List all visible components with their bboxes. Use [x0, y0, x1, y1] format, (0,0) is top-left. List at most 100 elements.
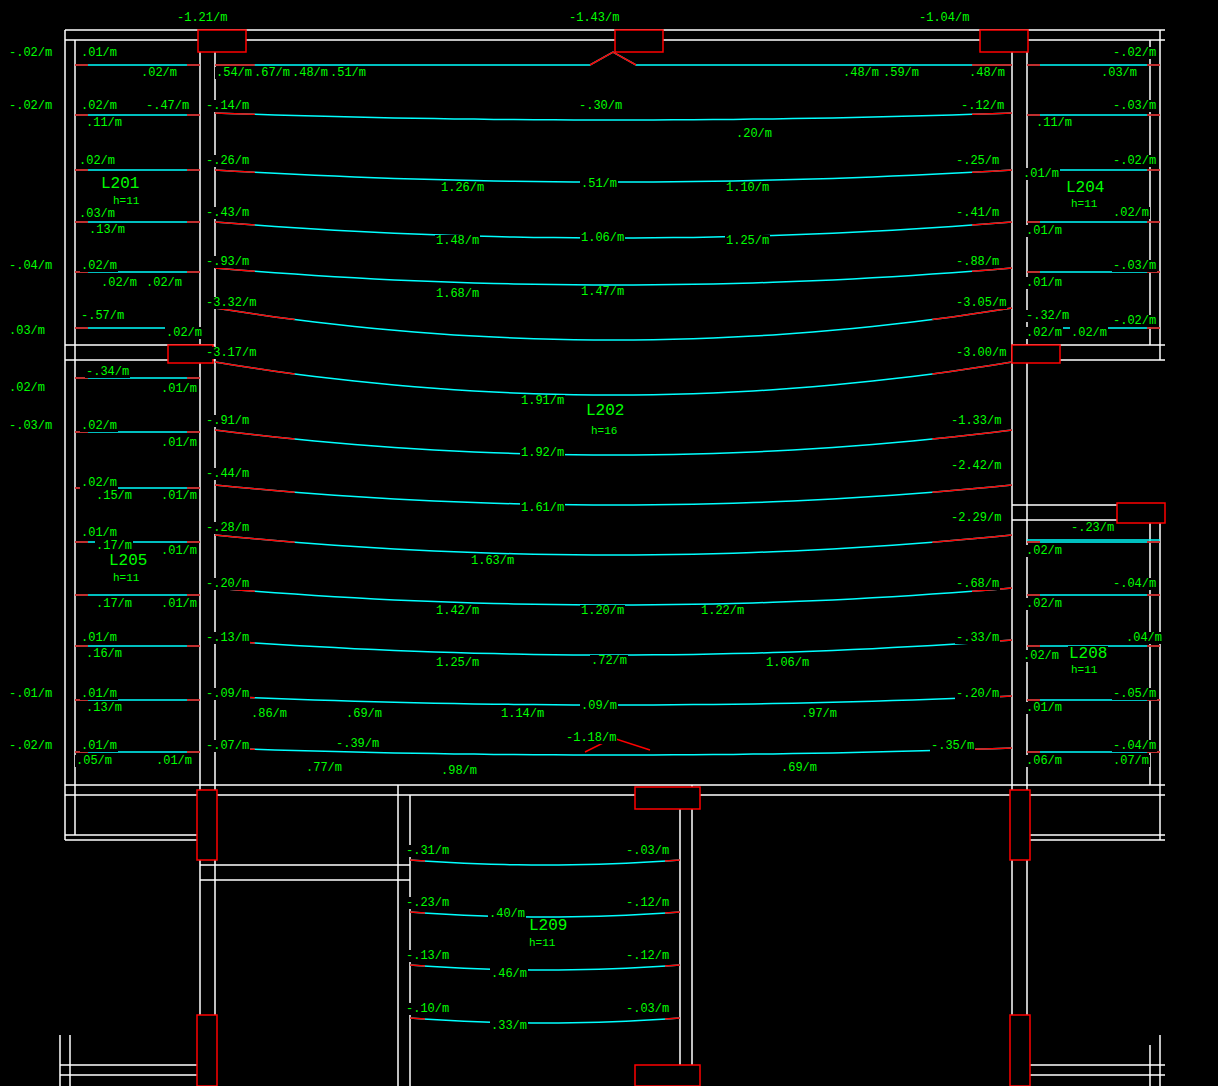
- moment-value: .02/m: [78, 155, 116, 167]
- moment-line-negative: [75, 221, 200, 223]
- moment-value: 1.20/m: [580, 605, 625, 617]
- moment-value: .11/m: [1035, 117, 1073, 129]
- moment-line-negative: [972, 170, 1012, 172]
- moment-value: .15/m: [95, 490, 133, 502]
- moment-value: .51/m: [329, 67, 367, 79]
- moment-line-negative: [932, 362, 1012, 374]
- moment-value: -3.17/m: [205, 347, 257, 359]
- moment-line: [75, 64, 200, 66]
- moment-value: 1.06/m: [580, 232, 625, 244]
- moment-value: .06/m: [1025, 755, 1063, 767]
- slab-name: L202: [585, 403, 625, 419]
- moment-value: -3.32/m: [205, 297, 257, 309]
- moment-value: -.02/m: [1112, 47, 1157, 59]
- moment-value: .01/m: [160, 437, 198, 449]
- moment-value: 1.42/m: [435, 605, 480, 617]
- moment-value: -.88/m: [955, 256, 1000, 268]
- slab-name: L205: [108, 553, 148, 569]
- moment-value: .46/m: [490, 968, 528, 980]
- moment-value: -.39/m: [335, 738, 380, 750]
- moment-line-negative: [1027, 114, 1160, 116]
- moment-value: -.25/m: [955, 155, 1000, 167]
- slab-panel: L201h=11: [75, 40, 200, 345]
- moment-value: -.13/m: [405, 950, 450, 962]
- moment-line-negative: [1027, 541, 1160, 543]
- moment-value: -.57/m: [80, 310, 125, 322]
- moment-line: [215, 485, 1012, 505]
- column-symbol: [168, 30, 1165, 1086]
- moment-value: 1.10/m: [725, 182, 770, 194]
- moment-value: .05/m: [75, 755, 113, 767]
- moment-value: 1.92/m: [520, 447, 565, 459]
- moment-value: .01/m: [80, 740, 118, 752]
- moment-value: .01/m: [80, 527, 118, 539]
- moment-value: .02/m: [80, 420, 118, 432]
- moment-line: [75, 169, 200, 171]
- moment-line: [215, 588, 1012, 605]
- moment-line-negative: [972, 222, 1012, 225]
- moment-value: 1.63/m: [470, 555, 515, 567]
- moment-value: -.07/m: [205, 740, 250, 752]
- moment-value: .01/m: [80, 632, 118, 644]
- moment-line-negative: [215, 64, 255, 66]
- moment-value: .67/m: [253, 67, 291, 79]
- moment-value: 1.06/m: [765, 657, 810, 669]
- moment-line: [75, 645, 200, 647]
- moment-value: -3.00/m: [955, 347, 1007, 359]
- moment-value: .02/m: [80, 477, 118, 489]
- moment-value: .59/m: [882, 67, 920, 79]
- moment-value: 1.48/m: [435, 235, 480, 247]
- moment-value: -.02/m: [1112, 315, 1157, 327]
- moment-value: .01/m: [80, 688, 118, 700]
- moment-line-negative: [1027, 221, 1160, 223]
- moment-line-negative: [215, 362, 295, 374]
- moment-line: [215, 640, 1012, 655]
- moment-line: [215, 268, 1012, 285]
- moment-line: [410, 1018, 680, 1023]
- slab-panel: L204h=11: [1027, 40, 1150, 345]
- moment-line-negative: [75, 594, 200, 596]
- moment-value: -.20/m: [205, 578, 250, 590]
- moment-line-negative: [215, 170, 255, 172]
- moment-value: .13/m: [85, 702, 123, 714]
- moment-value: .02/m: [165, 327, 203, 339]
- moment-curves: [75, 52, 1160, 1023]
- moment-value: -.03/m: [1112, 100, 1157, 112]
- moment-value: -.12/m: [960, 100, 1005, 112]
- moment-line-negative: [215, 222, 255, 225]
- moment-value: -.03/m: [625, 845, 670, 857]
- slab-panel: L202h=16: [215, 40, 1012, 785]
- slab-name: L204: [1065, 180, 1105, 196]
- moment-line-negative: [972, 268, 1012, 271]
- moment-value: -1.18/m: [565, 732, 617, 744]
- moment-value: .01/m: [160, 383, 198, 395]
- moment-line-negative: [75, 169, 200, 171]
- moment-value: -.12/m: [625, 950, 670, 962]
- moment-value: -.33/m: [955, 632, 1000, 644]
- moment-line-negative: [215, 268, 255, 271]
- moment-value: .02/m: [140, 67, 178, 79]
- moment-line-negative: [932, 485, 1012, 492]
- moment-value: -.02/m: [8, 100, 53, 112]
- moment-line: [215, 362, 1012, 395]
- moment-value: -.23/m: [405, 897, 450, 909]
- moment-value: -.41/m: [955, 207, 1000, 219]
- moment-value: .02/m: [1025, 598, 1063, 610]
- moment-value: 1.91/m: [520, 395, 565, 407]
- moment-value: .11/m: [85, 117, 123, 129]
- moment-value: -.02/m: [8, 47, 53, 59]
- moment-value: -.13/m: [205, 632, 250, 644]
- moment-value: 1.47/m: [580, 286, 625, 298]
- moment-line: [1027, 541, 1160, 543]
- moment-value: -.03/m: [1112, 260, 1157, 272]
- moment-value: .09/m: [580, 700, 618, 712]
- moment-value: .69/m: [780, 762, 818, 774]
- moment-line-negative: [1027, 594, 1160, 596]
- moment-value: -.28/m: [205, 522, 250, 534]
- moment-line-negative: [590, 52, 636, 65]
- moment-value: .72/m: [590, 655, 628, 667]
- moment-value: 1.68/m: [435, 288, 480, 300]
- moment-line: [410, 860, 680, 865]
- moment-line: [410, 965, 680, 970]
- moment-value: .01/m: [1025, 277, 1063, 289]
